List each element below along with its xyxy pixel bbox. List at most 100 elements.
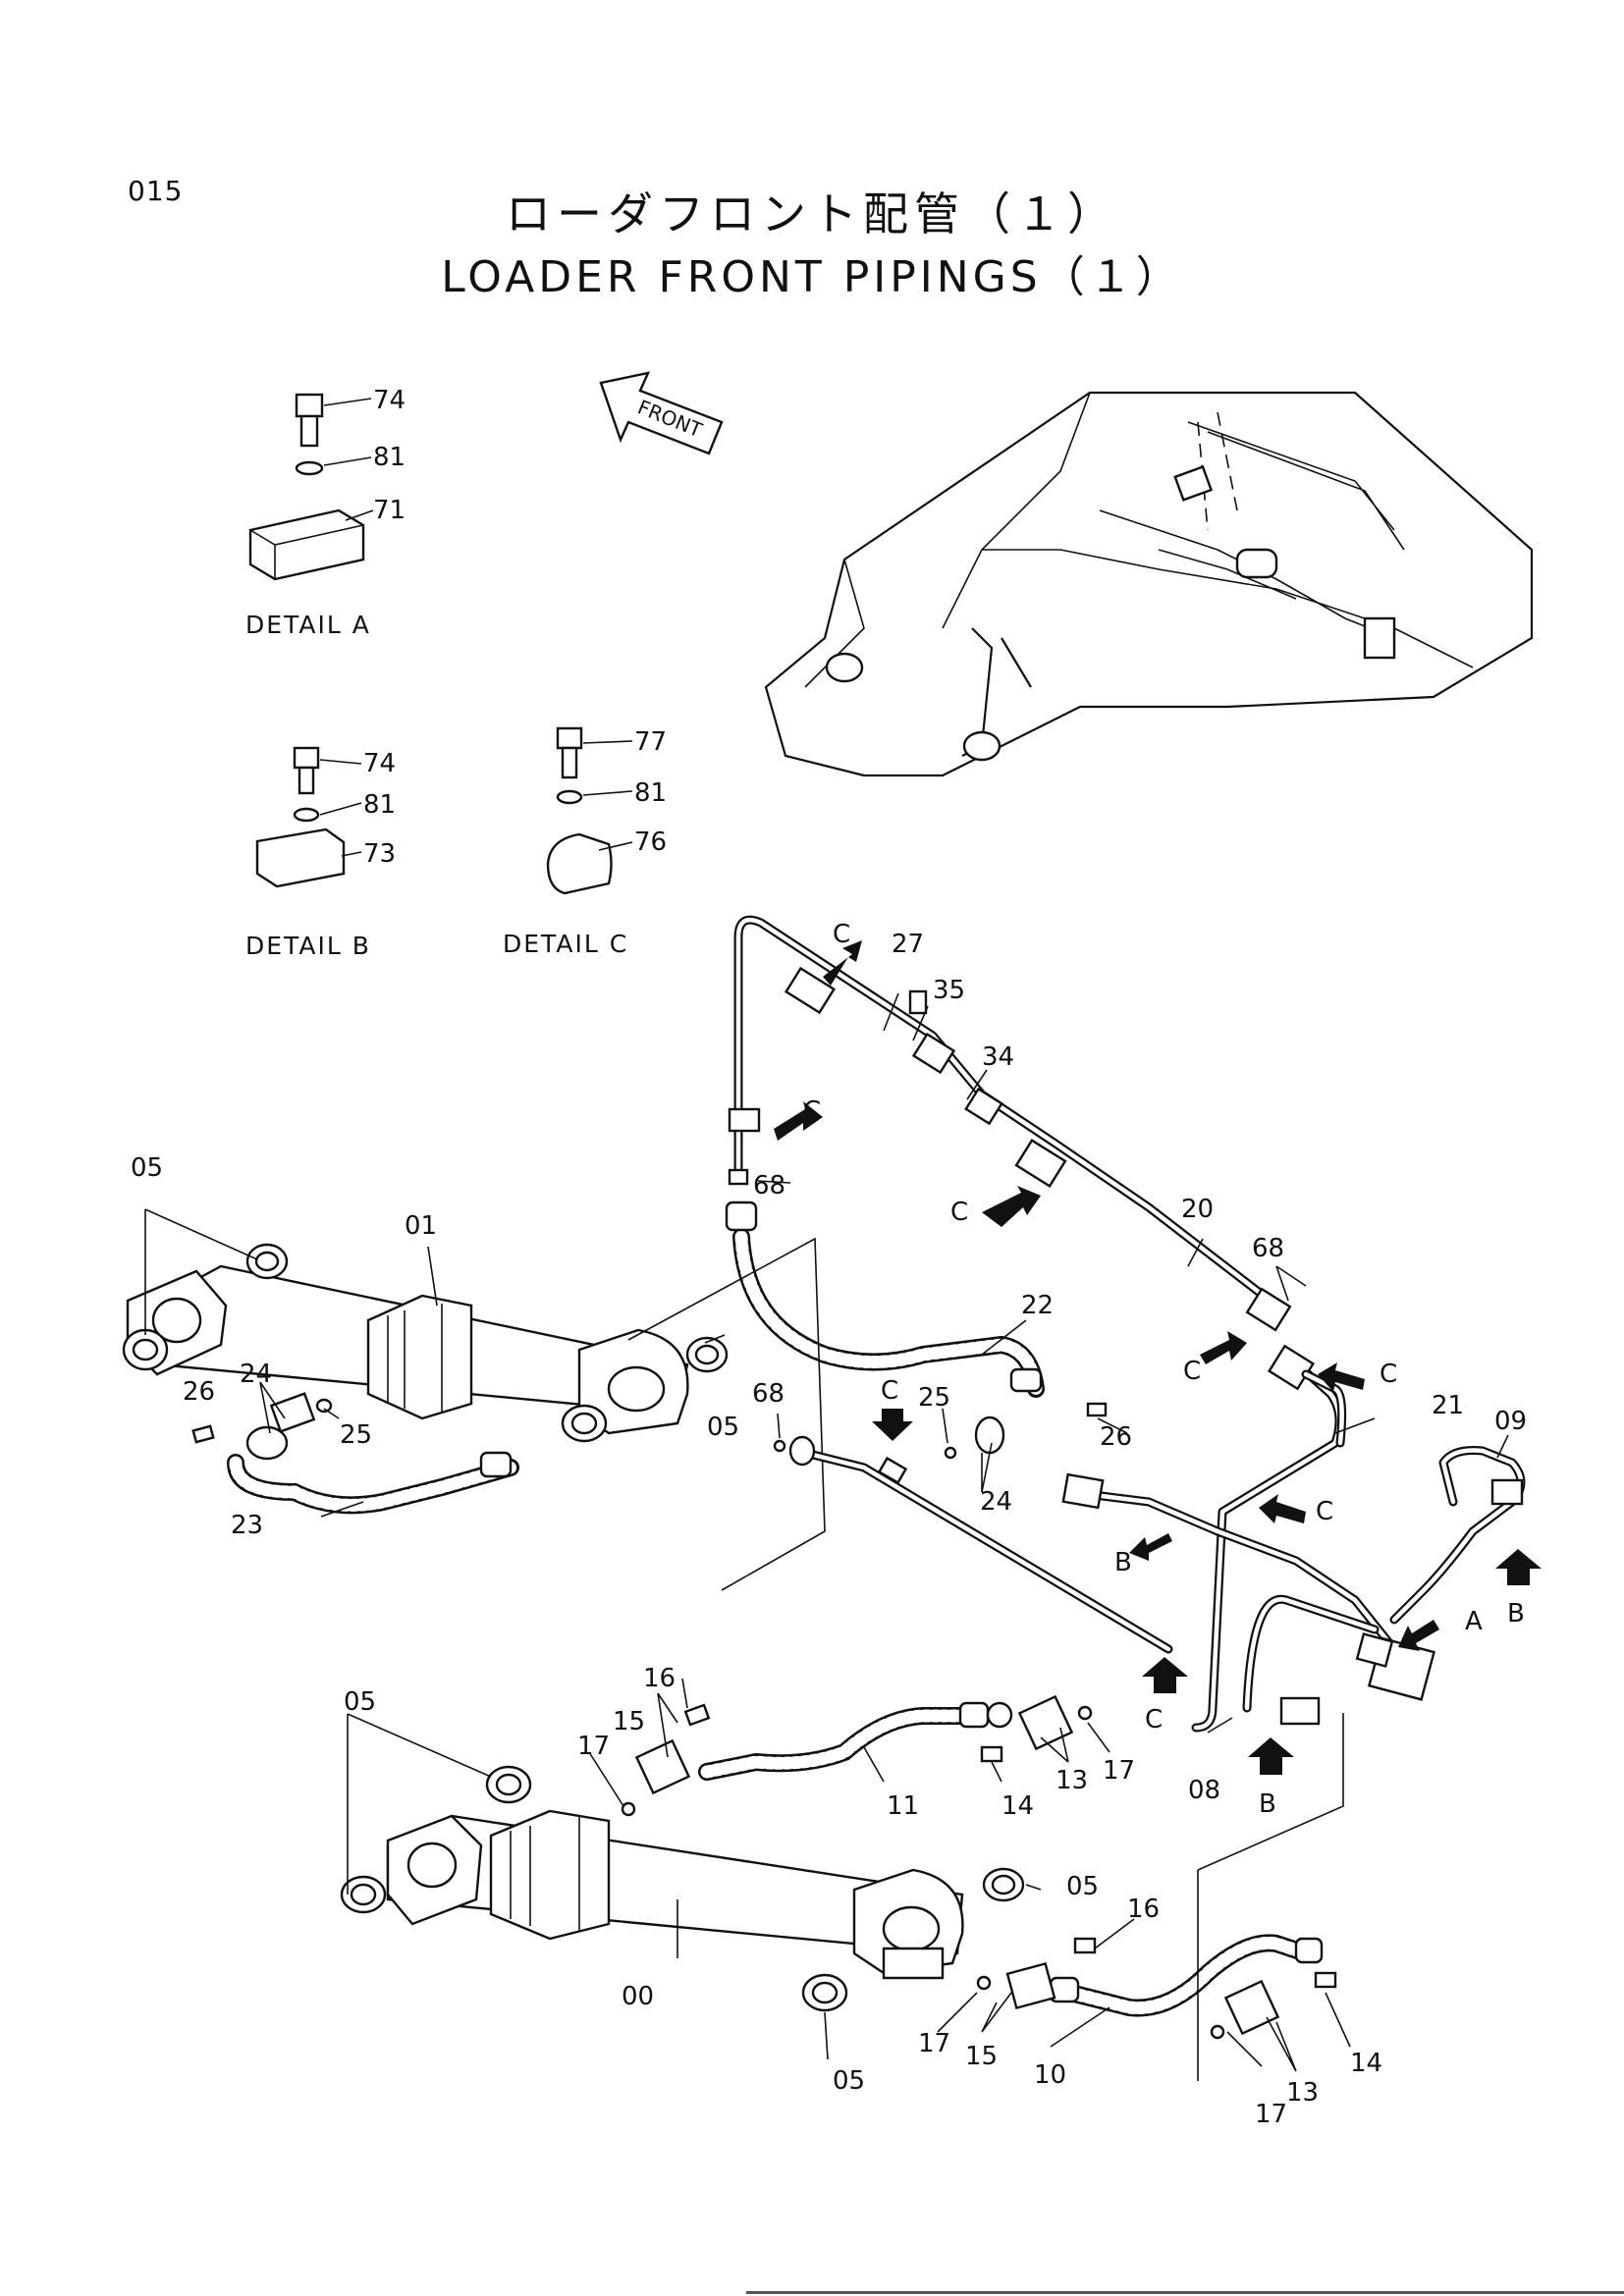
part-callouts: 05 01 05 22 68 68 68 27 35 34 20 21 09 2… <box>131 930 1527 2129</box>
callout-74: 74 <box>363 749 396 778</box>
callout-08: 08 <box>1188 1776 1220 1805</box>
callout-20: 20 <box>1181 1195 1214 1224</box>
arrow-icon <box>982 1186 1041 1227</box>
callout-09: 09 <box>1494 1407 1527 1436</box>
callout-15: 15 <box>613 1707 645 1736</box>
ref-letter-b: B <box>1259 1789 1276 1819</box>
arrow-icon <box>1200 1331 1247 1364</box>
hose-10 <box>976 1713 1344 2081</box>
callout-27: 27 <box>892 930 924 959</box>
detail-reference-arrows <box>774 940 1542 1775</box>
page-number: 015 <box>128 175 184 207</box>
flange-icon <box>1005 1961 1056 2010</box>
flange-icon <box>1223 1979 1280 2036</box>
callout-26: 26 <box>183 1377 215 1407</box>
flange-icon <box>974 1415 1005 1455</box>
clamp-block-icon <box>255 828 346 888</box>
detail-reference-letters: C C C C C C C C A B B B <box>803 920 1525 1819</box>
arrow-icon <box>1248 1737 1294 1775</box>
arrow-icon <box>1129 1533 1172 1561</box>
ref-letter-c: C <box>1316 1497 1333 1526</box>
callout-13: 13 <box>1286 2078 1319 2108</box>
callout-15: 15 <box>965 2042 998 2071</box>
callout-81: 81 <box>363 790 396 820</box>
arrow-icon <box>872 1409 913 1441</box>
arrow-icon <box>823 940 862 986</box>
callout-74: 74 <box>373 386 406 415</box>
ref-letter-b: B <box>1114 1548 1132 1577</box>
ref-letter-c: C <box>950 1198 968 1227</box>
arrow-icon <box>1398 1620 1439 1651</box>
callout-05: 05 <box>707 1413 739 1442</box>
ref-letter-c: C <box>803 1096 821 1126</box>
callout-17: 17 <box>577 1732 610 1761</box>
callout-68: 68 <box>1252 1234 1284 1263</box>
callout-34: 34 <box>982 1042 1014 1072</box>
ref-letter-c: C <box>833 920 850 949</box>
bolt-icon <box>191 1424 215 1444</box>
manifold-pipes <box>1061 1446 1526 1726</box>
bolt-icon <box>1314 1971 1337 1989</box>
callout-26: 26 <box>1100 1422 1132 1452</box>
callout-25: 25 <box>918 1383 950 1413</box>
callout-24: 24 <box>240 1360 272 1389</box>
flange-icon <box>269 1392 316 1433</box>
ref-letter-c: C <box>1145 1705 1163 1735</box>
bolt-icon <box>908 989 928 1015</box>
boom-cylinder-01 <box>122 1237 826 1591</box>
callout-73: 73 <box>363 839 396 869</box>
hose-11 <box>621 1694 1093 1817</box>
page-title-japanese: ローダフロント配管（１） <box>506 187 1118 240</box>
callout-16: 16 <box>1127 1895 1160 1924</box>
hose-22 <box>725 1201 1045 1398</box>
front-direction-arrow: FRONT <box>599 371 724 455</box>
flange-icon <box>634 1738 691 1795</box>
bolt-icon <box>1086 1402 1108 1417</box>
callout-71: 71 <box>373 496 406 525</box>
upper-pipe-assembly <box>728 915 1344 1733</box>
leader-lines <box>144 992 1509 2072</box>
callout-00: 00 <box>622 1982 654 2011</box>
detail-a: 74 81 71 DETAIL A <box>245 386 406 639</box>
callout-81: 81 <box>634 778 667 808</box>
arrow-icon <box>1142 1657 1188 1693</box>
callout-22: 22 <box>1021 1291 1054 1320</box>
detail-a-caption: DETAIL A <box>245 611 371 639</box>
pipe-21 <box>773 1369 1347 1654</box>
arrow-icon <box>1318 1362 1365 1392</box>
callout-21: 21 <box>1432 1391 1464 1420</box>
callout-35: 35 <box>933 976 965 1005</box>
page-title-english: LOADER FRONT PIPINGS（１） <box>441 252 1183 302</box>
callout-23: 23 <box>231 1511 263 1540</box>
arrow-icon <box>1495 1549 1542 1585</box>
washer-icon <box>556 789 583 805</box>
detail-c: 77 81 76 DETAIL C <box>503 726 667 958</box>
callout-17: 17 <box>918 2029 950 2058</box>
arrow-icon <box>1259 1494 1306 1523</box>
bolt-icon <box>295 393 324 448</box>
flange-icon <box>245 1425 289 1461</box>
callout-17: 17 <box>1255 2100 1287 2129</box>
footer-rule <box>746 2291 1624 2294</box>
callout-10: 10 <box>1034 2060 1066 2090</box>
ref-letter-b: B <box>1507 1599 1525 1629</box>
callout-05: 05 <box>131 1153 163 1183</box>
callout-24: 24 <box>980 1487 1012 1517</box>
callout-13: 13 <box>1056 1766 1088 1795</box>
ref-letter-c: C <box>1183 1357 1201 1386</box>
arrow-icon <box>774 1101 823 1141</box>
flange-icon <box>1017 1694 1074 1751</box>
callout-05: 05 <box>1066 1872 1099 1901</box>
ref-letter-a: A <box>1465 1607 1483 1636</box>
callout-77: 77 <box>634 727 667 757</box>
callout-05: 05 <box>833 2066 865 2096</box>
callout-81: 81 <box>373 443 406 472</box>
callout-14: 14 <box>1001 1791 1034 1821</box>
callout-14: 14 <box>1350 2049 1382 2078</box>
loader-front-overview <box>764 391 1534 777</box>
bolt-icon <box>556 726 583 750</box>
hose-23 <box>191 1392 519 1515</box>
washer-icon <box>295 460 324 476</box>
callout-76: 76 <box>634 828 667 857</box>
